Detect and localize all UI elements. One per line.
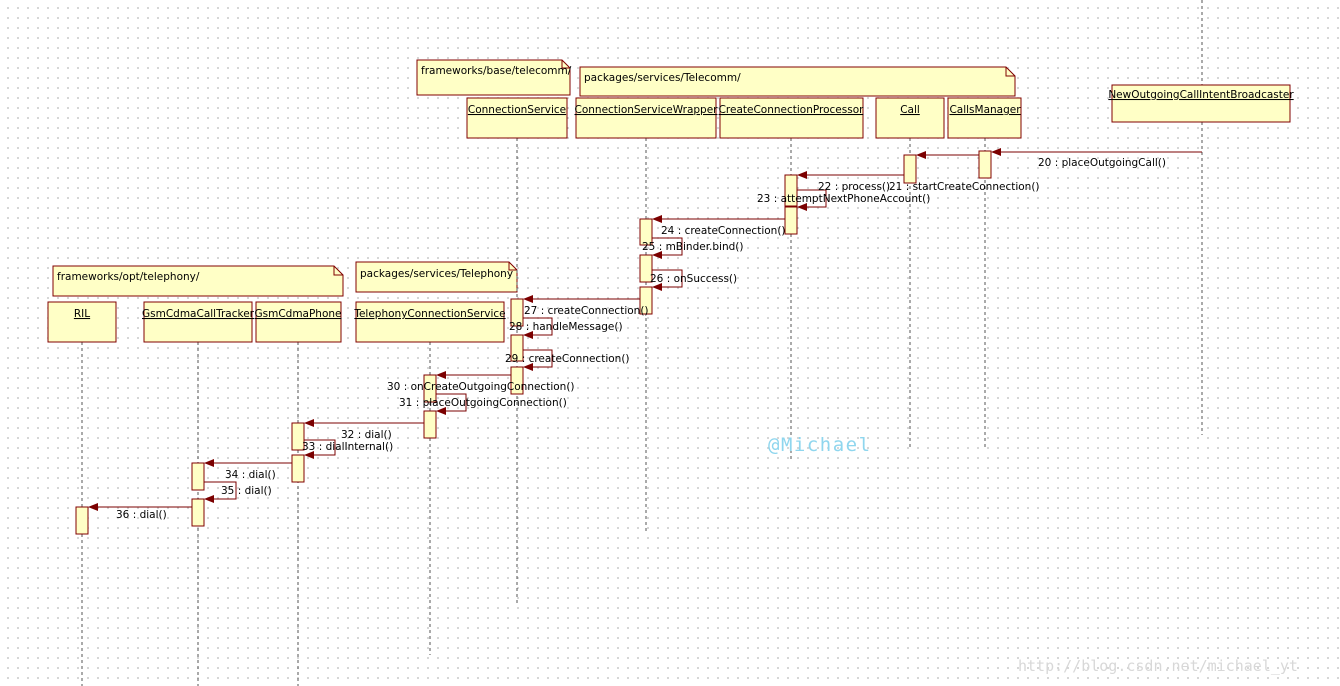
activation-csw-1 — [639, 218, 653, 246]
activation-bars — [75, 150, 992, 535]
message-label-33: 33 : dialInternal() — [302, 441, 393, 453]
watermark-author: @Michael — [768, 434, 872, 456]
package-note-opt-telephony: frameworks/opt/telephony/ — [52, 265, 344, 297]
message-label-23: 23 : attemptNextPhoneAccount() — [757, 193, 930, 205]
package-note-services-telephony: packages/services/Telephony — [355, 261, 518, 293]
message-label-36: 36 : dial() — [116, 509, 167, 521]
message-label-22: 22 : process() — [818, 181, 890, 193]
message-arrow-25 — [652, 237, 683, 259]
participant-gsmcdmacalltracker[interactable]: GsmCdmaCallTracker — [142, 301, 255, 343]
participant-label: CallsManager — [949, 104, 1021, 116]
package-label: frameworks/base/telecomm/ — [421, 65, 572, 77]
activation-tracker-1 — [191, 462, 205, 491]
participant-telephonyconnectionservice[interactable]: TelephonyConnectionService — [353, 301, 506, 343]
message-label-35: 35 : dial() — [221, 485, 272, 497]
message-arrow-29 — [523, 349, 553, 371]
lifelines — [81, 0, 1203, 686]
activation-tracker-2 — [191, 498, 205, 527]
activation-call — [903, 154, 917, 184]
message-label-21: 21 : startCreateConnection() — [889, 181, 1040, 193]
activation-csw-3 — [639, 286, 653, 315]
activation-tcs-2 — [423, 410, 437, 439]
activation-ril — [75, 506, 89, 535]
message-label-26: 26 : onSuccess() — [650, 273, 737, 285]
package-label: packages/services/Telephony — [360, 268, 513, 280]
message-arrow-23 — [797, 189, 827, 211]
message-label-24: 24 : createConnection() — [661, 225, 786, 237]
message-label-34: 34 : dial() — [225, 469, 276, 481]
participant-gsmcdmaphone[interactable]: GsmCdmaPhone — [254, 301, 342, 343]
activation-cs-3 — [510, 366, 524, 395]
participant-callsmanager[interactable]: CallsManager — [947, 97, 1022, 139]
participant-label: RIL — [74, 308, 90, 320]
participant-connectionservice[interactable]: ConnectionService — [466, 97, 568, 139]
participant-label: GsmCdmaCallTracker — [142, 308, 255, 320]
participant-connectionservicewrapper[interactable]: ConnectionServiceWrapper — [575, 97, 719, 139]
participant-call[interactable]: Call — [875, 97, 945, 139]
message-label-32: 32 : dial() — [341, 429, 392, 441]
messages — [88, 148, 1202, 511]
participant-newoutgoingcallintentbroadcaster[interactable]: NewOutgoingCallIntentBroadcaster — [1108, 84, 1294, 123]
activation-callsmanager — [978, 150, 992, 179]
participant-label: CreateConnectionProcessor — [719, 104, 865, 116]
message-label-27: 27 : createConnection() — [524, 305, 649, 317]
package-note-services-telecomm: packages/services/Telecomm/ — [579, 66, 1016, 97]
package-label: frameworks/opt/telephony/ — [57, 271, 200, 283]
package-note-base-telecomm: frameworks/base/telecomm/ — [416, 59, 572, 96]
participant-ril[interactable]: RIL — [47, 301, 117, 343]
participant-label: ConnectionServiceWrapper — [575, 104, 719, 116]
activation-phone-1 — [291, 422, 305, 451]
activation-csw-2 — [639, 254, 653, 283]
message-label-30: 30 : onCreateOutgoingConnection() — [387, 381, 575, 393]
activation-cs-1 — [510, 298, 524, 327]
participant-createconnectionprocessor[interactable]: CreateConnectionProcessor — [719, 97, 865, 139]
message-arrow-35 — [204, 481, 237, 503]
activation-tcs-1 — [423, 374, 437, 403]
participant-label: TelephonyConnectionService — [353, 308, 505, 320]
message-arrow-31 — [436, 393, 467, 415]
message-labels: 20 : placeOutgoingCall() 21 : startCreat… — [116, 157, 1166, 521]
message-label-20: 20 : placeOutgoingCall() — [1038, 157, 1166, 169]
message-label-25: 25 : mBinder.bind() — [642, 241, 744, 253]
participant-label: GsmCdmaPhone — [254, 308, 341, 320]
participant-label: ConnectionService — [468, 104, 566, 116]
message-arrow-33 — [304, 439, 336, 459]
activation-cs-2 — [510, 334, 524, 362]
message-label-28: 28 : handleMessage() — [509, 321, 623, 333]
message-arrow-26 — [652, 269, 683, 291]
activation-ccp-2 — [784, 206, 798, 235]
activation-phone-2 — [291, 454, 305, 483]
message-label-29: 29 : createConnection() — [505, 353, 630, 365]
package-label: packages/services/Telecomm/ — [584, 72, 741, 84]
watermark-url: http://blog.csdn.net/michael_yt — [1018, 657, 1298, 675]
message-label-31: 31 : placeOutgoingConnection() — [399, 397, 567, 409]
participant-label: NewOutgoingCallIntentBroadcaster — [1108, 89, 1294, 101]
participant-label: Call — [900, 104, 920, 116]
message-arrow-28 — [523, 317, 553, 339]
